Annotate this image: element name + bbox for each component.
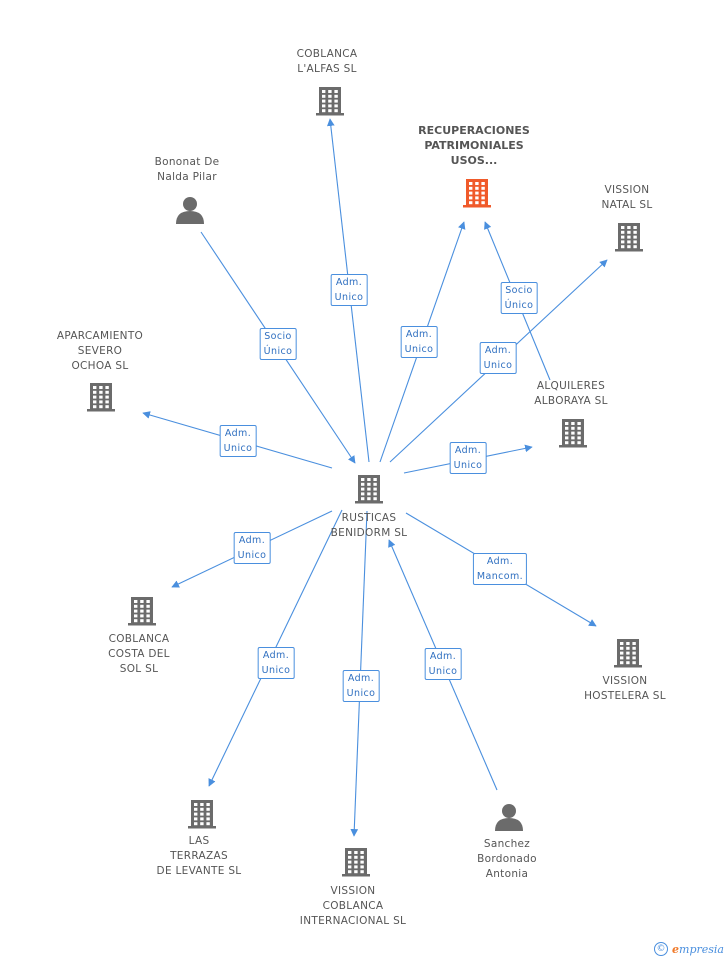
edge-label-rusticas-to-vission_coblanca[interactable]: Adm. Unico <box>342 670 380 702</box>
node-label-line: RECUPERACIONES <box>418 124 530 137</box>
edge-label-line: Socio <box>505 285 533 296</box>
edge-label-rusticas-to-coblanca_costa[interactable]: Adm. Unico <box>233 532 271 564</box>
node-label-line: DE LEVANTE SL <box>156 865 242 877</box>
edge-label-line: Único <box>504 300 534 311</box>
building-icon-vission_hostelera[interactable] <box>614 639 642 668</box>
node-label-line: APARCAMIENTO <box>56 330 144 342</box>
node-label-line: NATAL SL <box>601 199 653 211</box>
edge-label-line: Unico <box>428 666 458 677</box>
node-label-line: Bordonado <box>477 853 537 865</box>
node-label-line: HOSTELERA SL <box>584 690 666 702</box>
node-label-line: INTERNACIONAL SL <box>299 915 407 927</box>
node-label-vission_natal[interactable]: VISSION NATAL SL <box>601 183 652 213</box>
node-label-line: ALBORAYA SL <box>534 395 608 407</box>
edge-label-rusticas-to-recuperaciones[interactable]: Adm. Unico <box>400 326 438 358</box>
edge-label-rusticas-to-aparcamiento[interactable]: Adm. Unico <box>219 425 257 457</box>
node-label-line: ALQUILERES <box>536 380 606 392</box>
node-label-line: LAS <box>188 835 210 847</box>
edge-label-line: Socio <box>264 331 292 342</box>
node-label-las_terrazas[interactable]: LAS TERRAZAS DE LEVANTE SL <box>157 834 242 879</box>
node-label-line: Sanchez <box>483 838 531 850</box>
node-label-line: OCHOA SL <box>71 360 129 372</box>
edge-label-line: Adm. <box>335 277 363 288</box>
edge-label-line: Adm. <box>347 673 375 684</box>
copyright-icon: © <box>654 942 669 956</box>
node-label-line: Antonia <box>485 868 529 880</box>
building-icon-alquileres[interactable] <box>559 419 587 448</box>
edge-label-rusticas-to-alquileres[interactable]: Adm. Unico <box>449 442 487 474</box>
edge-label-line: Adm. <box>262 650 290 661</box>
node-label-line: USOS... <box>450 154 498 167</box>
edge-label-line: Adm. <box>238 535 266 546</box>
edge-label-line: Único <box>263 346 293 357</box>
edge-label-line: Adm. <box>429 651 457 662</box>
node-label-line: COBLANCA <box>108 633 170 645</box>
person-icon-sanchez[interactable] <box>495 804 523 831</box>
building-icon-aparcamiento[interactable] <box>87 383 115 412</box>
edge-label-line: Unico <box>453 460 483 471</box>
edge-label-line: Unico <box>404 344 434 355</box>
edge-label-line: Unico <box>237 550 267 561</box>
footer-brand: © empresia <box>654 942 724 956</box>
node-label-line: SOL SL <box>119 663 159 675</box>
node-label-line: RUSTICAS <box>341 512 397 524</box>
node-label-coblanca_costa[interactable]: COBLANCA COSTA DEL SOL SL <box>108 632 170 677</box>
node-label-line: BENIDORM SL <box>330 527 408 539</box>
edge-label-line: Unico <box>334 292 364 303</box>
building-icon-rusticas[interactable] <box>355 475 383 504</box>
edge-label-line: Adm. <box>224 428 252 439</box>
node-label-line: Nalda Pilar <box>157 171 217 183</box>
edge-label-line: Unico <box>483 360 513 371</box>
person-icon-bononat[interactable] <box>176 197 204 224</box>
building-icon-vission_natal[interactable] <box>615 223 643 252</box>
node-label-line: VISSION <box>602 675 648 687</box>
edge-label-line: Adm. <box>486 556 514 567</box>
building-icon-las_terrazas[interactable] <box>188 800 216 829</box>
building-icon-coblanca_alfas[interactable] <box>316 87 344 116</box>
node-label-coblanca_alfas[interactable]: COBLANCA L'ALFAS SL <box>297 47 358 77</box>
node-label-aparcamiento[interactable]: APARCAMIENTO SEVERO OCHOA SL <box>57 329 143 374</box>
node-label-vission_coblanca[interactable]: VISSION COBLANCA INTERNACIONAL SL <box>300 884 406 929</box>
edge-label-line: Unico <box>261 665 291 676</box>
edge-label-line: Unico <box>223 443 253 454</box>
node-label-recuperaciones[interactable]: RECUPERACIONES PATRIMONIALES USOS... <box>418 123 530 168</box>
edge-label-line: Unico <box>346 688 376 699</box>
building-icon-vission_coblanca[interactable] <box>342 848 370 877</box>
edge-label-line: Adm. <box>454 445 482 456</box>
edge-label-line: Mancom. <box>476 571 524 582</box>
node-label-line: SEVERO <box>77 345 123 357</box>
building-icon-recuperaciones[interactable] <box>463 179 491 208</box>
node-label-line: COBLANCA <box>296 48 358 60</box>
edge-label-rusticas-to-vission_hostelera[interactable]: Adm. Mancom. <box>472 553 528 585</box>
edge-label-line: Adm. <box>405 329 433 340</box>
node-label-line: VISSION <box>604 184 650 196</box>
brand-logo[interactable]: empresia <box>672 942 724 956</box>
node-label-vission_hostelera[interactable]: VISSION HOSTELERA SL <box>584 674 666 704</box>
node-label-line: L'ALFAS SL <box>297 63 357 75</box>
node-label-rusticas[interactable]: RUSTICAS BENIDORM SL <box>331 511 408 541</box>
node-label-alquileres[interactable]: ALQUILERES ALBORAYA SL <box>534 379 608 409</box>
edge-label-rusticas-to-coblanca_alfas[interactable]: Adm. Unico <box>330 274 368 306</box>
edge-label-rusticas-to-vission_natal[interactable]: Adm. Unico <box>479 342 517 374</box>
edge-label-rusticas-to-las_terrazas[interactable]: Adm. Unico <box>257 647 295 679</box>
node-label-line: PATRIMONIALES <box>424 139 524 152</box>
node-label-line: TERRAZAS <box>170 850 228 862</box>
node-label-line: COBLANCA <box>322 900 384 912</box>
edge-label-line: Adm. <box>484 345 512 356</box>
node-label-line: Bononat De <box>154 156 220 168</box>
building-icon-coblanca_costa[interactable] <box>128 597 156 626</box>
node-label-line: COSTA DEL <box>108 648 170 660</box>
node-label-bononat[interactable]: Bononat De Nalda Pilar <box>155 155 220 185</box>
edge-label-sanchez-to-rusticas[interactable]: Adm. Unico <box>424 648 462 680</box>
node-label-line: VISSION <box>330 885 376 897</box>
